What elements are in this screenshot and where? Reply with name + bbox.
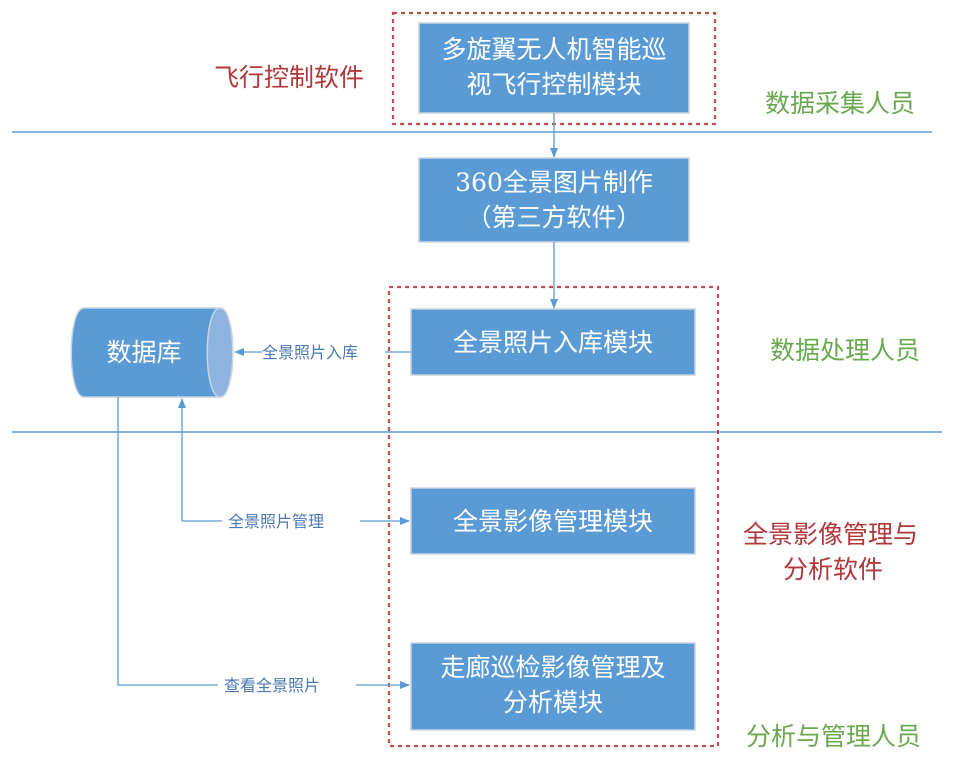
node-flight-control-module-line2: 视飞行控制模块 [466, 70, 641, 99]
role-analysis-management: 分析与管理人员 [746, 722, 921, 751]
edge-label-import-to-db: 全景照片入库 [262, 343, 358, 362]
node-photo-import-module: 全景照片入库模块 [410, 308, 696, 376]
role-data-processing: 数据处理人员 [770, 336, 920, 365]
node-corridor-analysis-module-line2: 分析模块 [503, 688, 603, 717]
node-image-management-module-label: 全景影像管理模块 [453, 507, 653, 536]
node-flight-control-module: 多旋翼无人机智能巡 视飞行控制模块 [418, 22, 690, 114]
edge-view-photos-down [117, 397, 218, 686]
group-label-flight-software: 飞行控制软件 [214, 63, 364, 92]
database-cylinder: 数据库 [70, 307, 234, 398]
edge-photo-management-up [178, 398, 222, 522]
node-flight-control-module-line1: 多旋翼无人机智能巡 [441, 35, 666, 64]
node-photo-import-module-label: 全景照片入库模块 [453, 328, 653, 357]
edge-label-photo-management: 全景照片管理 [228, 512, 324, 531]
group-label-analysis-software-line2: 分析软件 [783, 555, 883, 584]
node-corridor-analysis-module: 走廊巡检影像管理及 分析模块 [410, 642, 696, 731]
group-analysis-software [387, 285, 720, 748]
node-panorama-making-line1: 360全景图片制作 [455, 168, 653, 197]
node-corridor-analysis-module-line1: 走廊巡检影像管理及 [440, 653, 665, 682]
database-label: 数据库 [106, 338, 181, 367]
edge-label-view-photos: 查看全景照片 [224, 676, 320, 695]
group-label-analysis-software-line1: 全景影像管理与 [743, 520, 918, 549]
node-image-management-module: 全景影像管理模块 [410, 487, 696, 555]
role-data-collection: 数据采集人员 [765, 89, 915, 118]
node-panorama-making: 360全景图片制作 （第三方软件） [418, 157, 690, 243]
node-panorama-making-line2: （第三方软件） [466, 203, 641, 232]
